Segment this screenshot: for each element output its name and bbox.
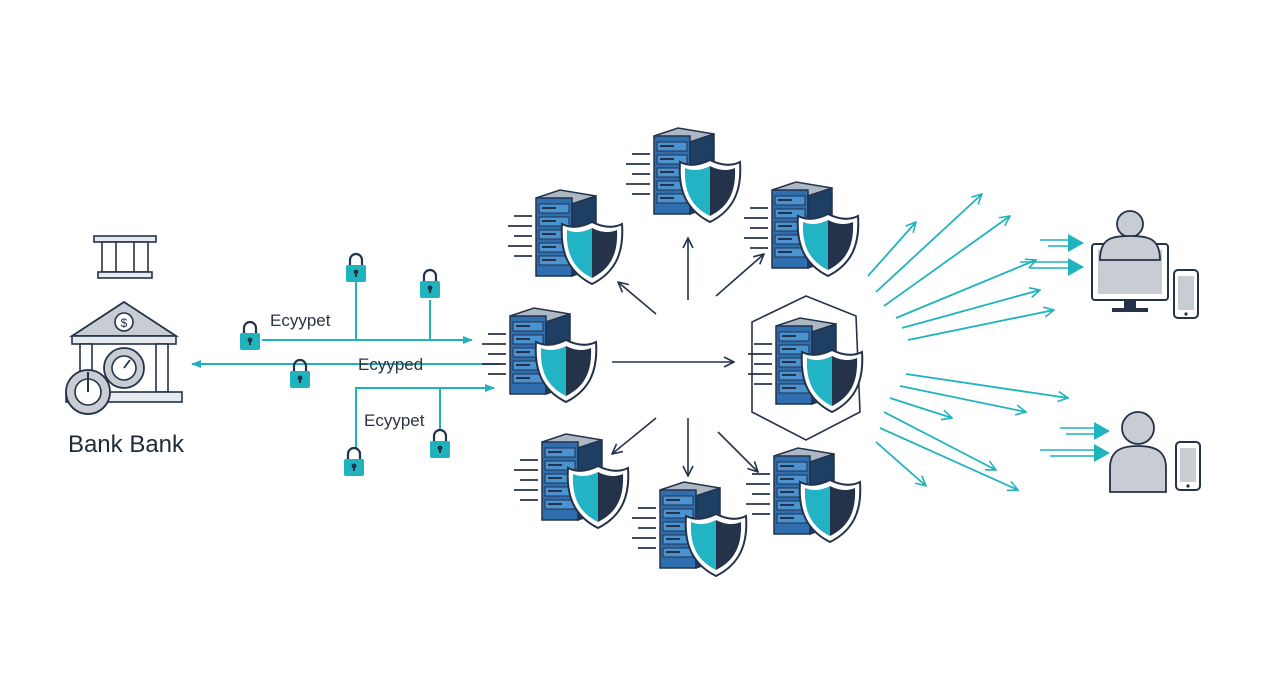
- distribution-arrows: [867, 194, 1068, 490]
- padlock-icon: [344, 252, 368, 284]
- network-links: [612, 238, 764, 476]
- user-avatar-icon: [1099, 210, 1161, 261]
- padlock-icon: [428, 428, 452, 460]
- hexagon-frame: [751, 295, 861, 441]
- server-rack-icon: [747, 317, 864, 413]
- server-rack-icon: [513, 433, 630, 529]
- server-rack-icon: [481, 307, 598, 403]
- speed-arrows: [1020, 234, 1110, 462]
- bank-label: Bank Bank: [68, 431, 185, 458]
- padlock-icon: [418, 268, 442, 300]
- server-rack-icon: [631, 481, 748, 577]
- channel-label: Ecyypet: [364, 411, 425, 430]
- encrypted-channels: [191, 282, 500, 448]
- server-rack-icon: [745, 447, 862, 543]
- user-avatar-icon: [1109, 411, 1167, 493]
- channel-label: Ecyypet: [270, 311, 331, 330]
- smartphone-icon: [1175, 441, 1201, 491]
- channel-label: Ecyyped: [358, 355, 423, 374]
- bank-building-icon: $: [65, 235, 183, 415]
- padlock-icon: [342, 446, 366, 478]
- server-rack-icon: [507, 189, 624, 285]
- server-rack-icon: [625, 127, 742, 223]
- svg-text:$: $: [121, 316, 128, 330]
- smartphone-icon: [1173, 269, 1199, 319]
- padlock-icon: [238, 320, 262, 352]
- server-rack-icon: [743, 181, 860, 277]
